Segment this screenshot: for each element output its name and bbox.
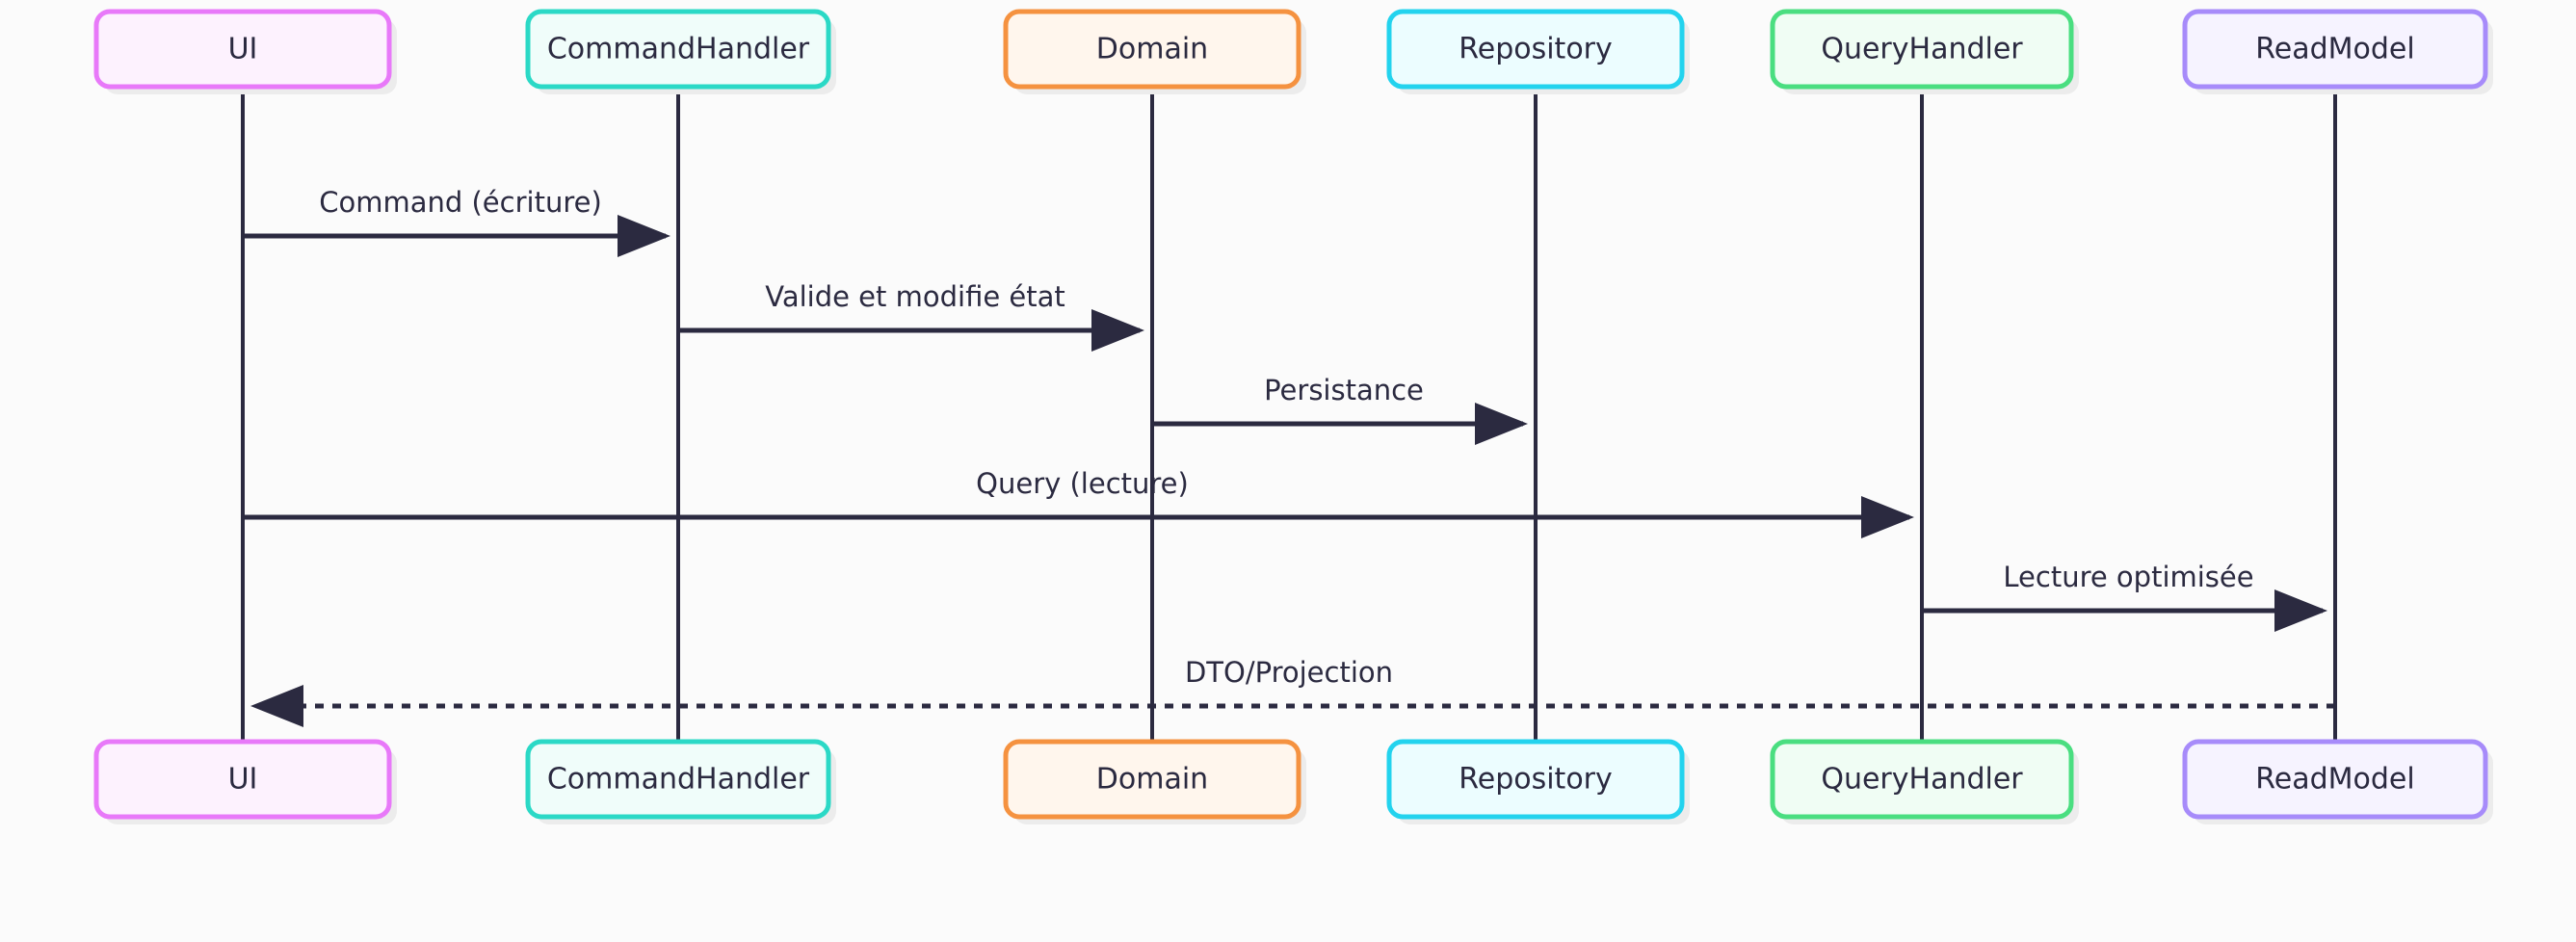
participant-box[interactable] xyxy=(1003,9,1301,90)
message-m6[interactable]: DTO/Projection xyxy=(250,656,2335,727)
participant-readmodel-bottom[interactable]: ReadModel xyxy=(2182,739,2493,824)
messages-layer: Command (écriture) Valide et modifie état… xyxy=(243,186,2335,727)
participant-queryhandler-top[interactable]: QueryHandler xyxy=(1770,9,2079,94)
participant-label-repository: Repository xyxy=(1459,763,1613,797)
message-label-m6: DTO/Projection xyxy=(1185,656,1393,689)
participant-label-domain: Domain xyxy=(1096,763,1208,797)
participant-readmodel-top[interactable]: ReadModel xyxy=(2182,9,2493,94)
participant-label-ui: UI xyxy=(228,763,258,797)
participant-repository-bottom[interactable]: Repository xyxy=(1386,739,1690,824)
message-label-m3: Persistance xyxy=(1264,374,1424,406)
participant-label-readmodel: ReadModel xyxy=(2255,763,2414,797)
lifelines-layer xyxy=(241,87,2337,742)
participants-top-layer: UI CommandHandler Domain Repository QueryHan… xyxy=(93,9,2493,94)
participant-repository-top[interactable]: Repository xyxy=(1386,9,1690,94)
participant-commandhandler-bottom[interactable]: CommandHandler xyxy=(525,739,836,824)
message-m4[interactable]: Query (lecture) xyxy=(243,467,1914,538)
participant-label-queryhandler: QueryHandler xyxy=(1821,33,2023,66)
participant-domain-top[interactable]: Domain xyxy=(1003,9,1306,94)
message-label-m4: Query (lecture) xyxy=(976,467,1189,500)
participant-box[interactable] xyxy=(1770,9,2074,90)
participant-label-domain: Domain xyxy=(1096,33,1208,66)
participant-box[interactable] xyxy=(525,739,831,820)
message-m3[interactable]: Persistance xyxy=(1152,374,1528,445)
participant-label-commandhandler: CommandHandler xyxy=(547,763,810,797)
participant-box[interactable] xyxy=(2182,739,2488,820)
participants-bottom-layer: UI CommandHandler Domain Repository QueryHan… xyxy=(93,739,2493,824)
participant-label-commandhandler: CommandHandler xyxy=(547,33,810,66)
message-m5[interactable]: Lecture optimisée xyxy=(1922,561,2327,632)
participant-commandhandler-top[interactable]: CommandHandler xyxy=(525,9,836,94)
participant-box[interactable] xyxy=(2182,9,2488,90)
participant-box[interactable] xyxy=(93,739,392,820)
message-label-m1: Command (écriture) xyxy=(319,186,602,219)
message-label-m5: Lecture optimisée xyxy=(2003,561,2253,593)
participant-box[interactable] xyxy=(1003,739,1301,820)
participant-label-queryhandler: QueryHandler xyxy=(1821,763,2023,797)
participant-box[interactable] xyxy=(1770,739,2074,820)
participant-ui-top[interactable]: UI xyxy=(93,9,397,94)
participant-label-readmodel: ReadModel xyxy=(2255,33,2414,66)
participant-box[interactable] xyxy=(525,9,831,90)
participant-label-ui: UI xyxy=(228,33,258,66)
participant-box[interactable] xyxy=(1386,739,1685,820)
participant-queryhandler-bottom[interactable]: QueryHandler xyxy=(1770,739,2079,824)
participant-box[interactable] xyxy=(1386,9,1685,90)
participant-label-repository: Repository xyxy=(1459,33,1613,66)
participant-ui-bottom[interactable]: UI xyxy=(93,739,397,824)
participant-domain-bottom[interactable]: Domain xyxy=(1003,739,1306,824)
message-m2[interactable]: Valide et modifie état xyxy=(678,280,1144,352)
message-m1[interactable]: Command (écriture) xyxy=(243,186,670,257)
message-label-m2: Valide et modifie état xyxy=(765,280,1065,313)
participant-box[interactable] xyxy=(93,9,392,90)
